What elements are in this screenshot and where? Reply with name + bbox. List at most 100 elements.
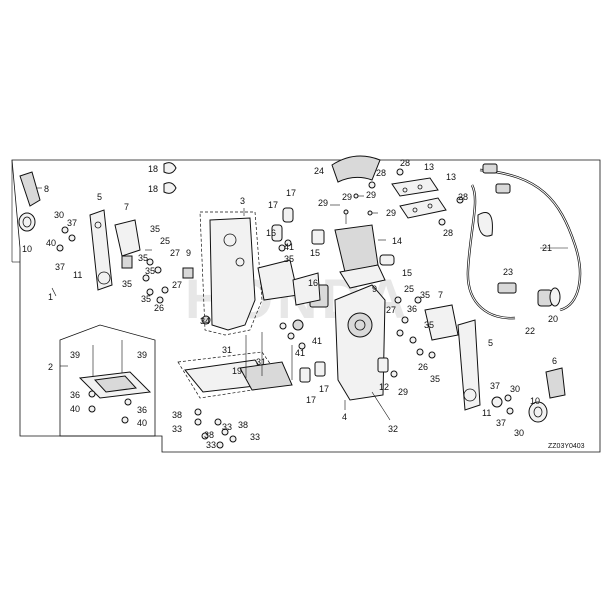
left-lever-group — [18, 171, 169, 304]
callout-26: 26 — [154, 303, 164, 313]
callout-10: 10 — [22, 244, 32, 254]
diagram-code: ZZ03Y0403 — [548, 443, 585, 450]
screws-29 — [330, 193, 378, 224]
callout-35: 35 — [150, 224, 160, 234]
callout-17: 17 — [306, 395, 316, 405]
callout-11: 11 — [482, 408, 491, 418]
callout-41: 41 — [312, 336, 322, 346]
callout-34: 34 — [200, 316, 210, 326]
callout-14: 14 — [392, 236, 402, 246]
brackets-13 — [368, 168, 464, 226]
callout-29: 29 — [398, 387, 408, 397]
callout-1: 1 — [48, 292, 53, 302]
detent-group — [257, 207, 304, 340]
callout-35: 35 — [420, 290, 430, 300]
callout-35: 35 — [138, 253, 148, 263]
callout-25: 25 — [404, 284, 414, 294]
callout-40: 40 — [70, 404, 80, 414]
switch-box-14 — [334, 224, 395, 289]
callout-27: 27 — [386, 305, 396, 315]
callout-17: 17 — [319, 384, 329, 394]
callout-7: 7 — [438, 290, 443, 300]
right-grip-group — [491, 367, 566, 423]
callout-27: 27 — [170, 248, 180, 258]
callout-19: 19 — [232, 366, 242, 376]
callout-41: 41 — [295, 348, 305, 358]
callout-3: 3 — [240, 196, 245, 206]
callout-38: 38 — [204, 430, 214, 440]
plate-3 — [182, 211, 263, 336]
callout-17: 17 — [268, 200, 278, 210]
callout-36: 36 — [70, 390, 80, 400]
plate-19-assembly — [177, 332, 293, 449]
callout-35: 35 — [122, 279, 132, 289]
callout-39: 39 — [70, 350, 80, 360]
callout-28: 28 — [400, 158, 410, 168]
callout-29: 29 — [386, 208, 396, 218]
callout-28: 28 — [376, 168, 386, 178]
callout-33: 33 — [222, 422, 232, 432]
callout-29: 29 — [366, 190, 376, 200]
callout-23: 23 — [503, 267, 513, 277]
callout-9: 9 — [372, 284, 377, 294]
cover-24 — [331, 155, 381, 183]
callout-13: 13 — [446, 172, 456, 182]
callout-39: 39 — [137, 350, 147, 360]
callout-35: 35 — [424, 320, 434, 330]
clips-18 — [163, 162, 177, 194]
callout-21: 21 — [542, 243, 552, 253]
cable-21 — [466, 163, 582, 320]
callout-33: 33 — [250, 432, 260, 442]
callout-5: 5 — [488, 338, 493, 348]
callout-35: 35 — [145, 266, 155, 276]
assembly-frame — [11, 159, 601, 453]
callout-7: 7 — [124, 202, 129, 212]
callout-37: 37 — [496, 418, 506, 428]
callout-10: 10 — [530, 396, 540, 406]
callout-38: 38 — [238, 420, 248, 430]
callout-16: 16 — [266, 228, 276, 238]
callout-6: 6 — [552, 356, 557, 366]
callout-28: 28 — [443, 228, 453, 238]
right-lever-group — [394, 296, 481, 411]
callout-18: 18 — [148, 164, 158, 174]
callout-33: 33 — [206, 440, 216, 450]
callout-40: 40 — [137, 418, 147, 428]
callout-25: 25 — [160, 236, 170, 246]
callout-15: 15 — [402, 268, 412, 278]
callout-15: 15 — [310, 248, 320, 258]
callout-18: 18 — [148, 184, 158, 194]
plate-frame — [59, 324, 156, 437]
callout-17: 17 — [286, 188, 296, 198]
callout-9: 9 — [186, 248, 191, 258]
callout-30: 30 — [510, 384, 520, 394]
callout-11: 11 — [73, 270, 82, 280]
callout-24: 24 — [314, 166, 324, 176]
callout-2: 2 — [48, 362, 53, 372]
callout-29: 29 — [342, 192, 352, 202]
callout-32: 32 — [388, 424, 398, 434]
callout-16: 16 — [308, 278, 318, 288]
callout-8: 8 — [44, 184, 49, 194]
callout-40: 40 — [46, 238, 56, 248]
callout-31: 31 — [222, 345, 232, 355]
leader-lines — [36, 187, 568, 410]
callout-30: 30 — [54, 210, 64, 220]
callout-33: 33 — [172, 424, 182, 434]
callout-29: 29 — [318, 198, 328, 208]
callout-27: 27 — [172, 280, 182, 290]
callout-36: 36 — [137, 405, 147, 415]
callout-37: 37 — [67, 218, 77, 228]
callout-35: 35 — [284, 254, 294, 264]
callout-37: 37 — [55, 262, 65, 272]
callout-41: 41 — [284, 242, 294, 252]
callout-12: 12 — [379, 382, 389, 392]
callout-22: 22 — [525, 326, 535, 336]
lower-small-parts — [298, 342, 398, 421]
callout-30: 30 — [514, 428, 524, 438]
callout-4: 4 — [342, 412, 347, 422]
callout-36: 36 — [407, 304, 417, 314]
callout-31: 31 — [256, 357, 266, 367]
callout-28: 28 — [458, 192, 468, 202]
